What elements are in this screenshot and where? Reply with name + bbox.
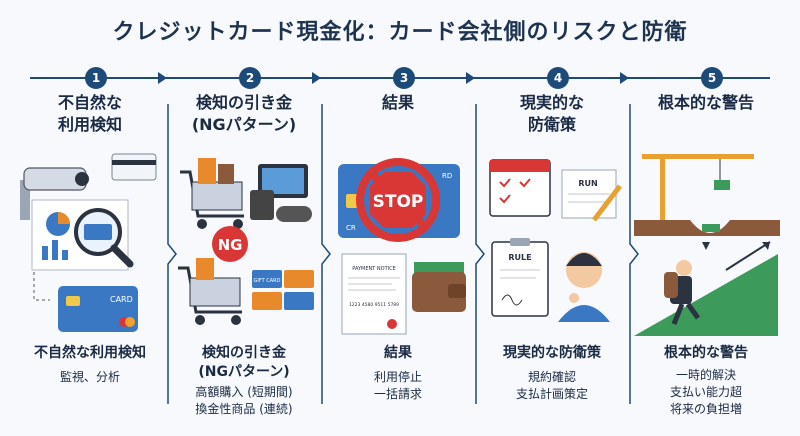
- payment-notice-document-icon: PAYMENT NOTICE 1223 4580 9511 5789: [341, 253, 407, 335]
- step-separator: [167, 104, 177, 404]
- stop-icon: STOP: [356, 158, 440, 242]
- thinking-person-icon: [558, 252, 610, 322]
- climbing-person-icon: [664, 260, 701, 325]
- svg-text:GIFT CARD: GIFT CARD: [253, 278, 280, 284]
- svg-text:RUN: RUN: [578, 179, 597, 188]
- shopping-cart-icon: [180, 158, 244, 229]
- step-5-heading: 根本的な警告: [657, 93, 754, 112]
- timeline-arrow: [312, 72, 321, 84]
- svg-text:PAYMENT NOTICE: PAYMENT NOTICE: [352, 266, 396, 272]
- uphill-slope-icon: [634, 241, 778, 336]
- step-3-heading: 結果: [381, 93, 414, 112]
- small-card-icon: [111, 153, 157, 181]
- page-title: クレジットカード現金化：カード会社側のリスクと防衛: [112, 20, 688, 45]
- step-3: 結果 CR RD STOP PAYMENT NOTICE 1223 4580 9…: [322, 92, 474, 432]
- svg-text:STOP: STOP: [373, 192, 424, 212]
- step-5-illustration: [634, 154, 780, 336]
- security-camera-icon: [20, 167, 89, 220]
- step-number-1: 1: [85, 67, 107, 89]
- calendar-icon: [489, 159, 551, 217]
- step-5-caption: 根本的な警告 一時的解決 支払い能力超 将来の負担増: [664, 345, 748, 416]
- step-separator: [475, 104, 485, 404]
- step-4-illustration: RUN RULE: [489, 159, 622, 322]
- step-2-caption: 検知の引き金 (NGパターン) 高額購入 (短期間) 換金性商品 (連続): [195, 345, 293, 416]
- svg-text:RD: RD: [442, 172, 452, 180]
- timeline-arrow: [158, 72, 167, 84]
- pit-hole-icon: [634, 220, 780, 236]
- step-number-4: 4: [547, 67, 569, 89]
- shopping-cart-icon: [178, 258, 242, 325]
- step-number-3: 3: [393, 67, 415, 89]
- wallet-icon: [412, 262, 466, 312]
- crane-icon: [642, 154, 754, 228]
- step-timeline: 1 2 3 4 5: [30, 67, 770, 89]
- step-1-heading: 不自然な 利用検知: [57, 93, 122, 134]
- svg-text:1223 4580 9511 5789: 1223 4580 9511 5789: [349, 302, 399, 308]
- step-2-heading: 検知の引き金 (NGパターン): [191, 93, 297, 134]
- timeline-arrow: [466, 72, 475, 84]
- down-arrow-icon: [702, 242, 710, 250]
- step-number-5: 5: [701, 67, 723, 89]
- electronics-icon: [250, 164, 312, 222]
- step-4-heading: 現実的な 防衛策: [519, 93, 584, 134]
- ng-badge: NG: [212, 226, 248, 262]
- step-4: 現実的な 防衛策 RUN RULE: [476, 92, 628, 432]
- credit-card-icon: CARD: [58, 286, 138, 332]
- step-5: 根本的な警告 根本的な警告 一時的解決 支払い能: [630, 92, 782, 432]
- step-separator: [321, 104, 331, 404]
- gift-card-icon: GIFT CARD: [252, 270, 314, 310]
- magnifier-icon: [74, 208, 134, 268]
- timeline-arrow: [620, 72, 629, 84]
- svg-text:RULE: RULE: [508, 253, 531, 262]
- step-2-illustration: NG GIFT CARD: [178, 158, 314, 325]
- svg-text:CR: CR: [346, 224, 356, 232]
- step-1-illustration: CARD: [20, 153, 157, 332]
- document-pencil-icon: RUN: [561, 169, 622, 222]
- step-1-caption: 不自然な利用検知 監視、分析: [34, 345, 146, 384]
- rule-clipboard-icon: RULE: [491, 238, 549, 317]
- step-number-2: 2: [239, 67, 261, 89]
- step-separator: [629, 104, 639, 404]
- step-1: 不自然な 利用検知: [14, 92, 166, 432]
- step-3-caption: 結果 利用停止 一括請求: [373, 345, 422, 401]
- svg-text:NG: NG: [218, 236, 243, 254]
- step-2: 検知の引き金 (NGパターン) NG: [168, 92, 320, 432]
- step-3-illustration: CR RD STOP PAYMENT NOTICE 1223 4580 9511…: [338, 158, 466, 335]
- step-4-caption: 現実的な防衛策 規約確認 支払計画策定: [503, 345, 601, 401]
- svg-text:CARD: CARD: [110, 295, 133, 304]
